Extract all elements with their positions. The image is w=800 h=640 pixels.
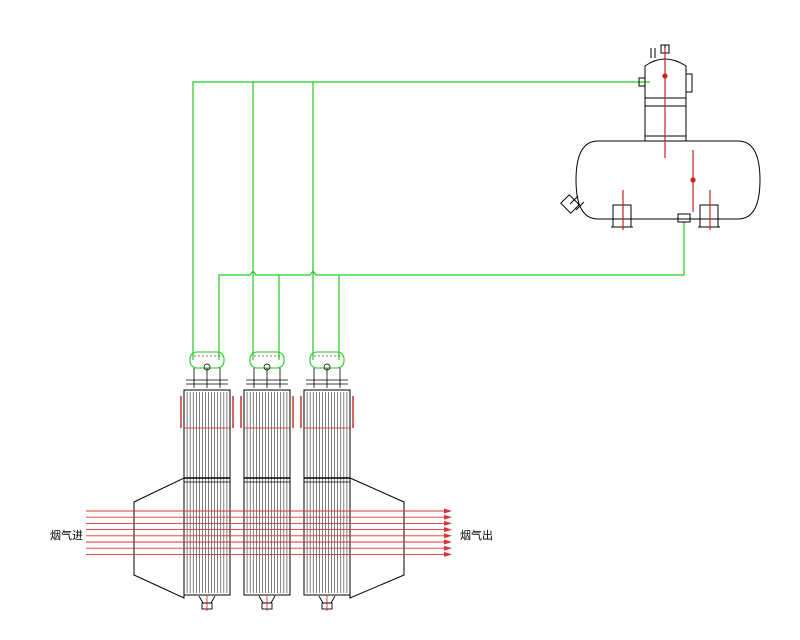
drum-internals (622, 48, 711, 230)
gas-flow-arrowhead (444, 520, 452, 526)
deaerator-column (644, 58, 687, 142)
steam-drum (560, 44, 761, 228)
gas-in-label: 烟气进 (50, 528, 83, 542)
gas-flow-arrowhead (444, 533, 452, 539)
gas-flow-arrowhead (444, 514, 452, 520)
gas-out-label: 烟气出 (460, 528, 493, 542)
gas-flow-arrowhead (444, 545, 452, 551)
exchanger-module-2 (240, 351, 294, 611)
flue-gas-flow-lines (86, 508, 452, 557)
horizontal-tank (575, 140, 761, 220)
exchanger-module-1 (180, 351, 234, 611)
steam-pipe-header (192, 81, 650, 360)
gas-flow-arrowhead (444, 527, 452, 533)
saddle-right (699, 204, 719, 228)
gas-flow-arrowhead (444, 539, 452, 545)
steam-riser-pipes (192, 81, 650, 360)
gas-flow-arrowhead (444, 508, 452, 514)
downcomer-pipes (218, 222, 685, 360)
gas-flow-arrowhead (444, 551, 452, 557)
flue-gas-duct (133, 477, 405, 599)
downcomer-header (218, 222, 685, 360)
tank-manhole (560, 194, 585, 214)
exchanger-module-3 (300, 351, 354, 611)
saddle-left (612, 204, 632, 228)
